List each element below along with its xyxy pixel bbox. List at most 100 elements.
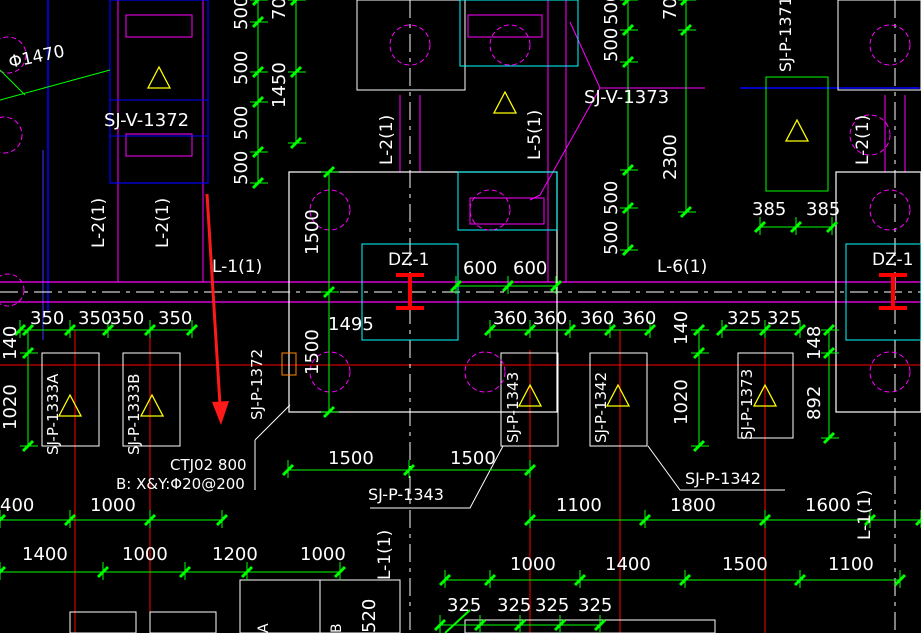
dimension-tick: [789, 220, 803, 234]
dimension-tick: [240, 565, 254, 579]
dim-text: 350: [30, 308, 64, 329]
dim-text: 385: [806, 199, 840, 220]
dimension-tick: [753, 220, 767, 234]
dim-text: 1500: [328, 448, 374, 469]
dimension-tick: [678, 573, 692, 587]
label-beam-l1-right: L-1(1): [855, 490, 875, 540]
foundation-top-left: [356, 0, 466, 91]
dimension-text-vertical: 500 700 500 1450 500 500 500 700 500 230…: [0, 0, 825, 633]
dimension-tick: [13, 323, 27, 337]
label-beam-l5: L-5(1): [525, 110, 545, 160]
dimension-tick: [143, 513, 157, 527]
dim-text: 700: [660, 0, 681, 20]
pile-circle: [0, 36, 27, 74]
dim-text: 1495: [328, 314, 374, 335]
dimension-tick: [822, 431, 836, 445]
dim-text: 500: [601, 181, 622, 215]
dimension-tick: [822, 323, 836, 337]
arrow-shaft: [205, 193, 222, 406]
leader-sjv1373-up: [569, 21, 601, 89]
dim-text: 500: [601, 28, 622, 62]
dim-text: 1800: [670, 495, 716, 516]
label-sjp1333b: SJ-P-1333B: [125, 374, 143, 455]
dim-text: 1500: [302, 209, 323, 255]
dimension-tick: [825, 220, 839, 234]
column-block-upper: [457, 171, 558, 231]
dim-text: 140: [671, 311, 692, 345]
foundation-dz1-a: [288, 171, 558, 413]
dimension-tick: [643, 323, 657, 337]
dim-text: 1100: [556, 495, 602, 516]
dim-text: 500: [601, 0, 622, 25]
pile-circle: [464, 351, 506, 393]
dim-text: 350: [78, 308, 112, 329]
dimension-tick: [63, 513, 77, 527]
beam-stub: [469, 197, 545, 225]
dim-text: 360: [622, 308, 656, 329]
dimension-tick: [549, 279, 563, 293]
warning-triangle-icon: [146, 65, 172, 89]
label-beam-l6: L-6(1): [657, 257, 707, 277]
phi-leader-line: [0, 69, 111, 101]
label-sjp1333a: SJ-P-1333A: [44, 373, 62, 455]
dimension-tick: [251, 95, 265, 109]
dim-text: 1400: [605, 554, 651, 575]
dimension-tick: [621, 55, 635, 69]
column-sjp1342: [589, 352, 648, 447]
label-sjv1372: SJ-V-1372: [104, 110, 189, 131]
dim-text: 148: [804, 326, 825, 360]
pile-circle: [309, 351, 351, 393]
dimension-tick: [483, 573, 497, 587]
dim-text: 2300: [660, 134, 681, 180]
dim-text: 500: [231, 0, 252, 30]
dim-text: 1100: [828, 554, 874, 575]
dim-text: 600: [463, 258, 497, 279]
dimension-tick: [893, 573, 907, 587]
dim-text: 325: [767, 308, 801, 329]
label-sjp1343-horizontal: SJ-P-1343: [368, 485, 444, 504]
dimension-tick: [692, 323, 706, 337]
dim-text: 325: [447, 595, 481, 616]
dimension-tick: [863, 513, 877, 527]
dimension-tick: [63, 323, 77, 337]
dimension-tick: [523, 463, 537, 477]
dimension-tick: [593, 618, 607, 632]
dimension-tick: [433, 618, 447, 632]
pile-circle: [869, 351, 911, 393]
pile-cap-inner-1: [125, 14, 193, 38]
dimension-tick: [758, 323, 772, 337]
bottom-block-e: [149, 611, 217, 633]
bottom-block-d: [69, 611, 137, 633]
red-arrow-icon: [205, 193, 229, 425]
dimension-tick: [289, 0, 299, 7]
dimension-tick: [553, 618, 567, 632]
dimension-tick: [21, 439, 35, 453]
warning-triangle-icon: [139, 393, 165, 417]
dim-text: 1500: [302, 329, 323, 375]
dim-text: 360: [493, 308, 527, 329]
dim-text: 892: [804, 386, 825, 420]
column-sjp1333a: [41, 352, 100, 447]
pile-circle: [469, 189, 511, 231]
warning-triangle-icon: [517, 383, 543, 407]
column-block-dz1-b: [845, 243, 921, 341]
dim-text: 1000: [90, 495, 136, 516]
dim-text: 325: [578, 595, 612, 616]
pile-cap-inner-2: [125, 133, 193, 157]
warning-triangle-icon: [605, 383, 631, 407]
dim-text: 360: [533, 308, 567, 329]
pile-cap-sjv1372: [109, 0, 209, 184]
dimension-tick: [251, 0, 261, 7]
dim-text: 1000: [122, 544, 168, 565]
dimension-tick: [603, 323, 617, 337]
dimension-tick: [322, 165, 336, 179]
piles: [0, 24, 911, 393]
arrow-head: [212, 401, 229, 425]
dimension-tick: [438, 573, 452, 587]
label-sjv1373: SJ-V-1373: [584, 87, 669, 108]
dim-text: 1500: [450, 448, 496, 469]
foundation-top-mid: [459, 0, 579, 67]
